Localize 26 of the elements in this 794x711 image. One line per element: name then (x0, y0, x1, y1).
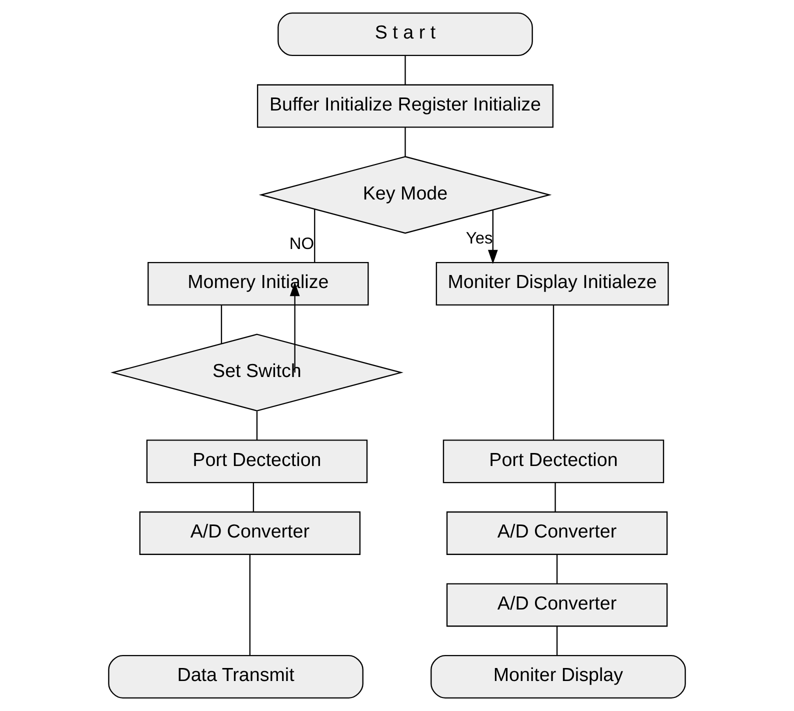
connector (404, 56, 406, 85)
connector (556, 554, 558, 584)
node-box: A/D Converter (139, 511, 361, 555)
connector (256, 411, 258, 440)
connector (252, 482, 254, 512)
node-box: Data Transmit (108, 654, 364, 698)
connector (554, 482, 556, 512)
node-box: Port Dectection (146, 440, 368, 484)
node-box: A/D Converter (446, 583, 668, 627)
arrow (488, 210, 498, 264)
connector (220, 305, 222, 344)
node-box: Buffer Initialize Register Initialize (256, 84, 554, 128)
connector (556, 626, 558, 656)
node-box: Moniter Display Initialeze (436, 262, 669, 306)
connector (249, 554, 250, 656)
node-box: Port Dectection (442, 440, 664, 484)
connector (314, 209, 316, 263)
node-box: Momery Initialize (148, 262, 369, 306)
connector (404, 128, 406, 157)
edge-label: NO (289, 235, 314, 254)
node-box: Moniter Display (430, 654, 686, 698)
arrow (290, 282, 300, 373)
node-box: A/D Converter (446, 511, 668, 555)
connector (552, 305, 554, 440)
node-box: S t a r t (278, 12, 533, 56)
node-diamond: Set Switch (110, 334, 404, 412)
